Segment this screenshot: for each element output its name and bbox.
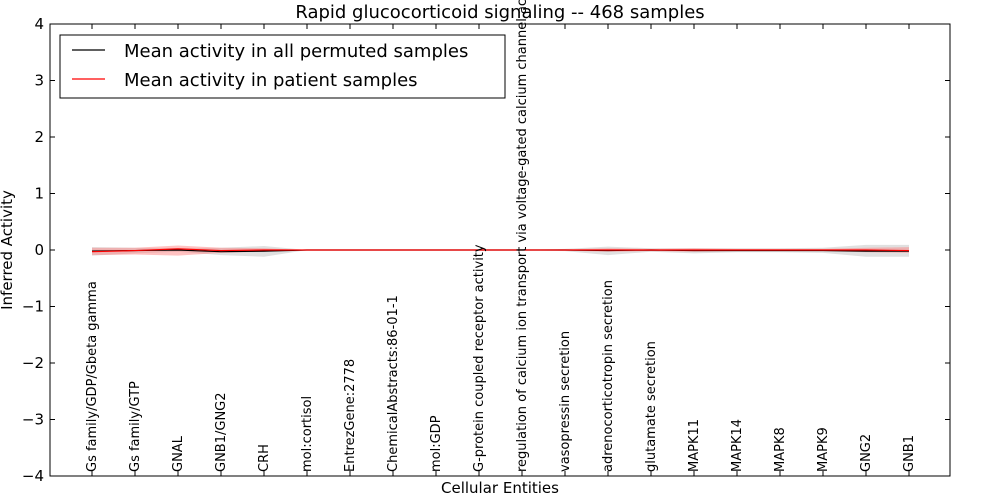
y-axis: −4 −3 −2 −1 0 1 2 3 4 — [22, 15, 950, 485]
y-tick-label: 1 — [34, 185, 44, 203]
legend-label-permuted: Mean activity in all permuted samples — [124, 41, 468, 62]
y-tick-label: 2 — [34, 128, 44, 146]
legend-label-patient: Mean activity in patient samples — [124, 70, 418, 91]
y-tick-label: −2 — [22, 354, 44, 372]
x-tick-label: vasopressin secretion — [558, 331, 573, 472]
y-tick-label: 0 — [34, 241, 44, 259]
legend-box — [59, 34, 506, 99]
x-tick-label: MAPK11 — [687, 419, 702, 472]
x-tick-label: G-protein coupled receptor activity — [472, 244, 487, 472]
series-lines — [91, 248, 910, 253]
x-tick-label: GNB1/GNG2 — [214, 392, 229, 472]
line-series-1 — [91, 248, 910, 253]
x-tick-label: glutamate secretion — [644, 341, 659, 472]
y-tick-label: 4 — [34, 15, 44, 33]
chart-title: Rapid glucocorticoid signaling -- 468 sa… — [295, 2, 704, 23]
x-tick-label: GNG2 — [859, 434, 874, 472]
y-tick-label: −3 — [22, 411, 44, 429]
x-tick-label: EntrezGene:2778 — [343, 359, 358, 472]
x-axis: Gs family/GDP/Gbeta gamma Gs family/GTP GN… — [85, 0, 917, 476]
legend: Mean activity in all permuted samples Me… — [59, 34, 506, 99]
y-tick-label: 3 — [34, 72, 44, 90]
x-tick-label: GNAL — [171, 435, 186, 472]
x-tick-label: MAPK14 — [730, 419, 745, 472]
x-tick-label: regulation of calcium ion transport via … — [515, 0, 530, 472]
x-tick-label: adrenocorticotropin secretion — [601, 280, 616, 472]
y-axis-label: Inferred Activity — [0, 190, 16, 310]
x-tick-label: MAPK8 — [773, 427, 788, 472]
x-tick-label: ChemicalAbstracts:86-01-1 — [386, 295, 401, 472]
x-tick-label: mol:GDP — [429, 415, 444, 472]
x-axis-label: Cellular Entities — [441, 479, 559, 497]
y-tick-label: −4 — [22, 467, 44, 485]
x-tick-label: Gs family/GDP/Gbeta gamma — [85, 281, 100, 472]
x-tick-label: GNB1 — [902, 435, 917, 472]
x-tick-label: MAPK9 — [816, 427, 831, 472]
x-tick-label: mol:cortisol — [300, 396, 315, 472]
x-tick-label: Gs family/GTP — [128, 381, 143, 472]
x-tick-label: CRH — [257, 444, 272, 472]
y-tick-label: −1 — [22, 298, 44, 316]
